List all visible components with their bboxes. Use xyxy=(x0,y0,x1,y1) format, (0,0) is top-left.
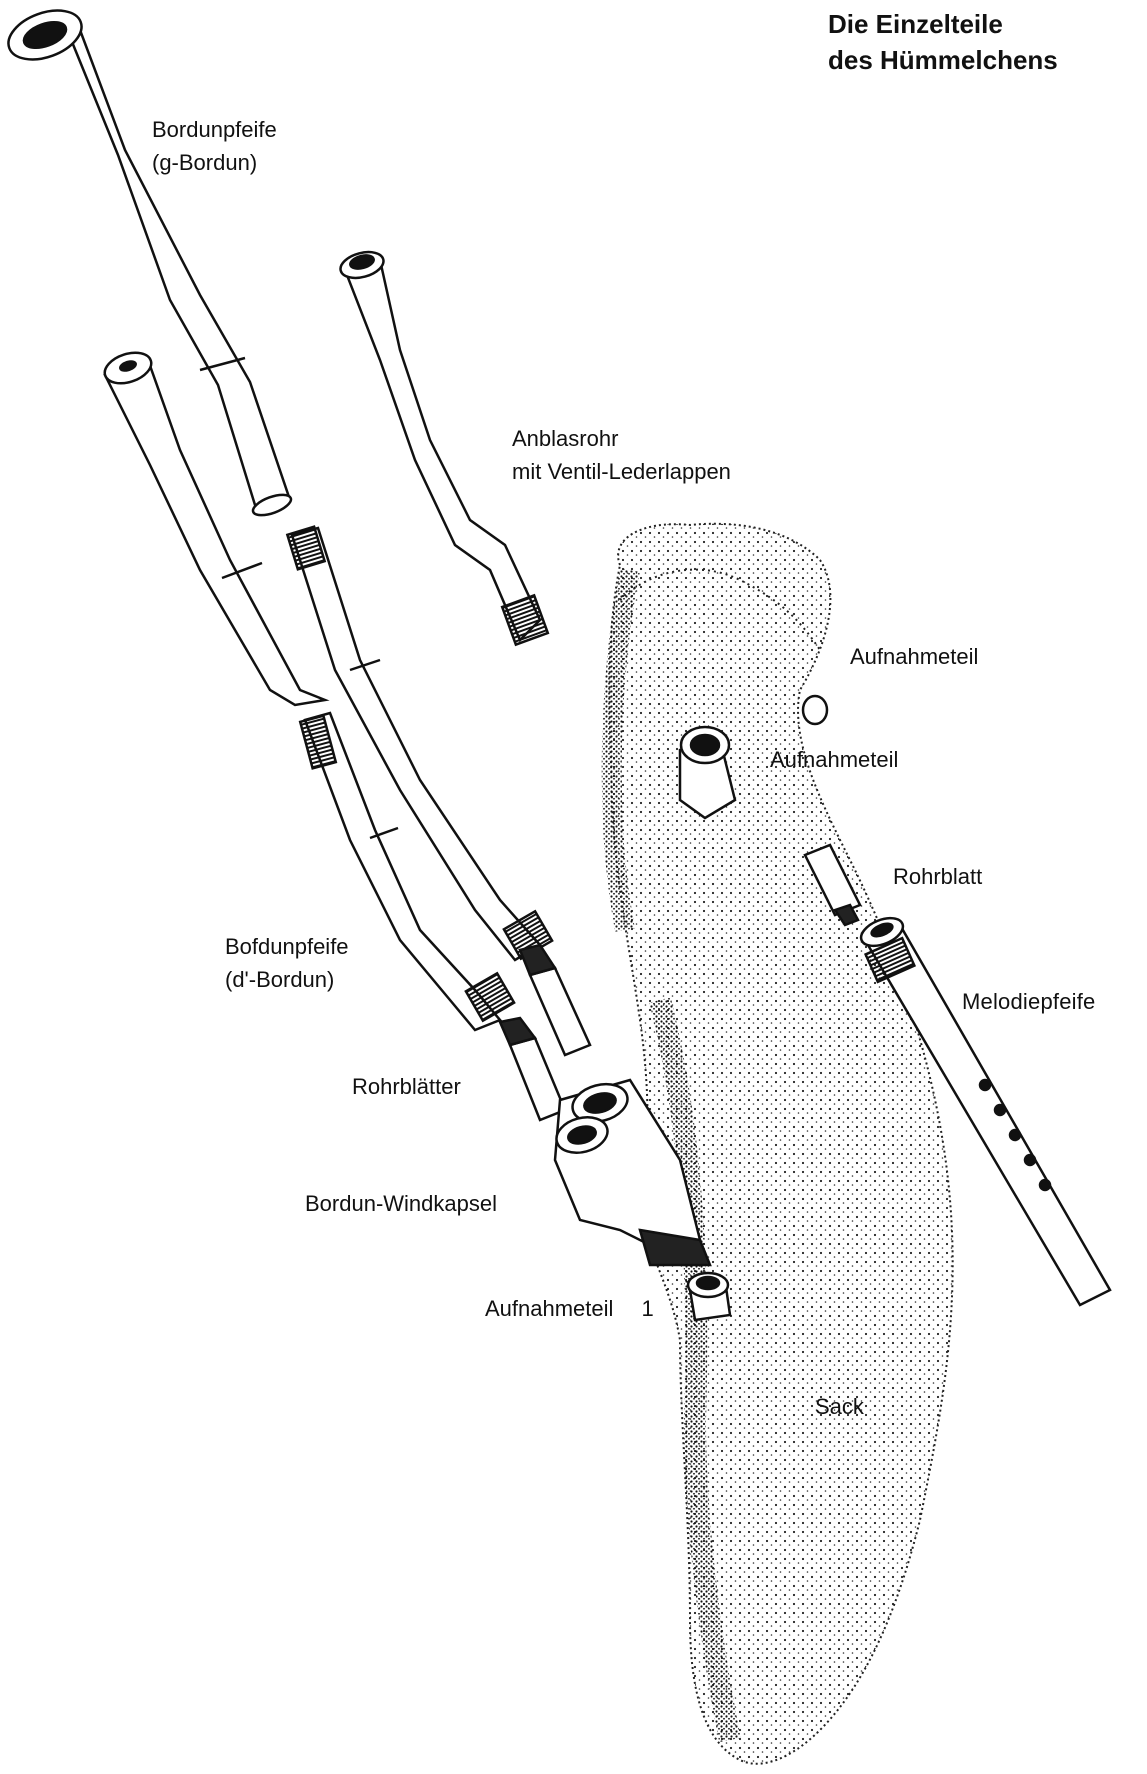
label-melodiepfeife: Melodiepfeife xyxy=(962,985,1095,1018)
label-bordun-d-line2: (d'-Bordun) xyxy=(225,963,349,996)
label-windkapsel: Bordun-Windkapsel xyxy=(305,1187,497,1220)
label-aufnahmeteil-top: Aufnahmeteil xyxy=(850,640,978,673)
label-rohrblatt: Rohrblatt xyxy=(893,860,982,893)
drone-reeds xyxy=(500,945,590,1120)
label-rohrblaetter: Rohrblätter xyxy=(352,1070,461,1103)
label-sack: Sack xyxy=(815,1390,864,1423)
label-anblasrohr-line1: Anblasrohr xyxy=(512,422,731,455)
bordun-d-upper xyxy=(101,347,325,705)
label-bordun-g: Bordunpfeife (g-Bordun) xyxy=(152,113,277,179)
label-aufnahmeteil-bottom: Aufnahmeteil 1 xyxy=(485,1292,654,1325)
label-anblasrohr: Anblasrohr mit Ventil-Lederlappen xyxy=(512,422,731,488)
label-anblasrohr-line2: mit Ventil-Lederlappen xyxy=(512,455,731,488)
label-aufnahmeteil-mid: Aufnahmeteil xyxy=(770,743,898,776)
label-bordun-g-line1: Bordunpfeife xyxy=(152,113,277,146)
label-bordun-g-line2: (g-Bordun) xyxy=(152,146,277,179)
label-aufnahmeteil-bottom-mark: 1 xyxy=(642,1296,654,1321)
label-bordun-d-line1: Bofdunpfeife xyxy=(225,930,349,963)
page-title: Die Einzelteile des Hümmelchens xyxy=(828,6,1058,79)
title-line-2: des Hümmelchens xyxy=(828,42,1058,78)
title-line-1: Die Einzelteile xyxy=(828,6,1058,42)
label-aufnahmeteil-bottom-text: Aufnahmeteil xyxy=(485,1296,613,1321)
label-bordun-d: Bofdunpfeife (d'-Bordun) xyxy=(225,930,349,996)
